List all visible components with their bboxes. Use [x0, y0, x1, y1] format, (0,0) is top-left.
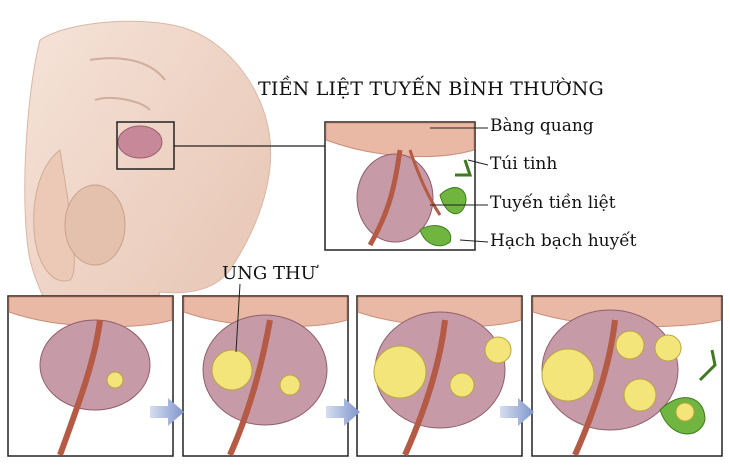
- lymph-node-spread: [659, 349, 717, 435]
- tumor-spot: [449, 372, 475, 398]
- tumor-spot: [373, 345, 427, 399]
- label-lymph-node: Hạch bạch huyết: [490, 231, 637, 251]
- label-bladder: Bàng quang: [490, 116, 594, 136]
- label-prostate: Tuyến tiền liệt: [490, 193, 616, 213]
- body-silhouette: [24, 20, 272, 361]
- progression-arrow: [150, 398, 184, 426]
- stage-panel-1: [7, 295, 174, 457]
- tumor-spot: [484, 336, 512, 364]
- cancer-label: UNG THƯ: [222, 263, 316, 284]
- diagram-title: TIỀN LIỆT TUYẾN BÌNH THƯỜNG: [258, 78, 604, 100]
- tumor-spot: [211, 349, 253, 391]
- stage-panel-2: [182, 295, 349, 457]
- tumor-spot: [106, 371, 124, 389]
- tumor-spot: [279, 374, 301, 396]
- stage-panel-3: [356, 295, 523, 457]
- pointer-seminal: [467, 159, 489, 166]
- lymph-node-cluster: [419, 159, 473, 247]
- tumor-spot: [615, 330, 645, 360]
- progression-arrow: [500, 398, 534, 426]
- progression-arrow: [326, 398, 360, 426]
- label-seminal-vesicle: Túi tinh: [490, 154, 558, 174]
- tumor-spot: [623, 378, 657, 412]
- tumor-spot: [541, 348, 595, 402]
- pointer-lymph: [459, 239, 489, 243]
- cancer-pointer: [235, 283, 241, 353]
- normal-prostate-inset: [324, 121, 476, 251]
- stage-panel-4: [531, 295, 723, 457]
- tumor-spot: [654, 334, 682, 362]
